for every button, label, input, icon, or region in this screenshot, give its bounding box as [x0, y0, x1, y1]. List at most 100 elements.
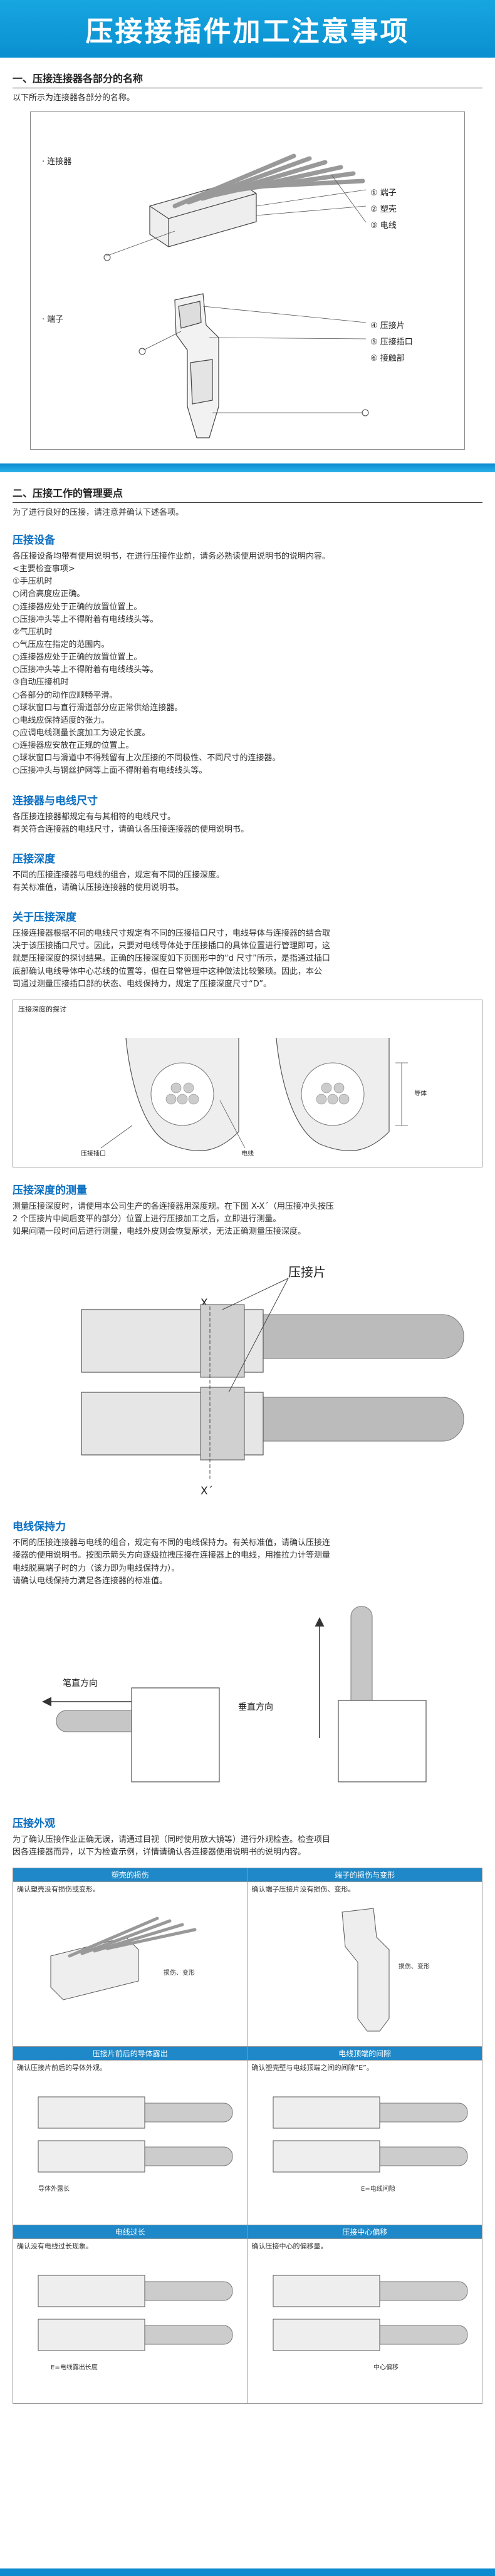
cell-head: 电线顶端的间隙: [248, 2047, 482, 2061]
cell-note: 中心偏移: [373, 2363, 399, 2371]
holding-label-straight: 笔直方向: [63, 1678, 98, 1689]
equipment-line: <主要检查事项>: [13, 564, 75, 574]
about-depth-line: 决于该压接插口尺寸。因此，只要对电线导体处于压接插口的具体位置进行管理即可，这: [13, 941, 331, 951]
label-connector: · 连接器: [42, 157, 72, 167]
cell-head: 塑壳的损伤: [13, 1868, 248, 1883]
appearance-text: 为了确认压接作业正确无误，请通过目视（同时使用放大镜等）进行外观检查。检查项目 …: [13, 1834, 482, 1859]
cell-desc: 确认端子压接片没有损伤、变形。: [251, 1885, 355, 1894]
appearance-grid: 塑壳的损伤 确认塑壳没有损伤或变形。 损伤、变形 端子的损伤与变形 确认端子压接…: [13, 1868, 482, 2404]
holding-label-vertical: 垂直方向: [238, 1702, 273, 1712]
appearance-row: 电线过长 确认没有电线过长现象。 E=电线露出长度 压接中心偏移 确认压接中心的…: [13, 2225, 482, 2404]
measure-title: 压接深度的测量: [13, 1184, 87, 1197]
holding-title: 电线保持力: [13, 1521, 66, 1534]
equipment-line: ○闭合高度应正确。: [13, 589, 85, 599]
parts-figure: · 连接器 · 端子 ① 端子 ② 塑壳 ③ 电线 ④ 压接片 ⑤ 压接插口 ⑥…: [30, 111, 465, 450]
equipment-line: ○连接器应安放在正规的位置上。: [13, 741, 134, 751]
about-depth-text: 压接连接器根据不同的电线尺寸规定有不同的压接插口尺寸，电线导体与连接器的结合取 …: [13, 928, 482, 991]
equipment-line: ○连接器应处于正确的放置位置上。: [13, 602, 142, 612]
appearance-cell: 电线顶端的间隙 确认塑壳壁与电线顶端之间的间隙“E”。 E=电线间隙: [247, 2047, 482, 2225]
measure-line: 测量压接深度时，请使用本公司生产的各连接器用深度规。在下图 X-X´（用压接冲头…: [13, 1201, 334, 1211]
appearance-cell: 电线过长 确认没有电线过长现象。 E=电线露出长度: [13, 2225, 248, 2403]
equipment-line: ○球状窗口与滑道中不得残留有上次压接的不同极性、不同尺寸的连接器。: [13, 753, 281, 763]
about-depth-line: 压接连接器根据不同的电线尺寸规定有不同的压接插口尺寸，电线导体与连接器的结合取: [13, 929, 331, 939]
about-depth-title: 关于压接深度: [13, 911, 76, 924]
depth-line: 不同的压接连接器与电线的组合，规定有不同的压接深度。: [13, 870, 225, 880]
label-n4: ④ 压接片: [370, 321, 405, 331]
label-terminal: · 端子: [42, 315, 64, 324]
about-depth-line: 就是压接深度的探讨结果。正确的压接深度如下页图形中的“d 尺寸”所示，是指通过插…: [13, 954, 330, 964]
appearance-line: 为了确认压接作业正确无误，请通过目视（同时使用放大镜等）进行外观检查。检查项目: [13, 1834, 331, 1844]
equipment-line: 各压接设备均带有使用说明书，在进行压接作业前，请务必熟读使用说明书的说明内容。: [13, 552, 331, 561]
cell-note: E=电线露出长度: [51, 2363, 98, 2371]
cell-desc: 确认塑壳没有损伤或变形。: [17, 1885, 100, 1894]
equipment-line: ○各部分的动作应顺畅平滑。: [13, 690, 118, 700]
measure-label-x2: X´: [201, 1485, 214, 1498]
equipment-line: ○应调电线测量长度加工为设定长度。: [13, 728, 150, 738]
holding-figure: 笔直方向 垂直方向: [13, 1594, 482, 1801]
cell-note: 损伤、变形: [164, 1968, 195, 1977]
about-depth-line: 司通过测量压接插口部的状态、电线保持力，规定了压接深度尺寸“D”。: [13, 979, 272, 989]
label-n6: ⑥ 接触部: [370, 354, 405, 363]
conductor-exposure-drawing: 导体外露长: [38, 2096, 233, 2193]
appearance-title: 压接外观: [13, 1817, 55, 1830]
depth-text: 不同的压接连接器与电线的组合，规定有不同的压接深度。 有关标准值，请确认压接连接…: [13, 869, 482, 894]
about-depth-line: 底部确认电线导体中心芯线的位置等，但在日常管理中这种做法比较繁琐。因此，本公: [13, 966, 323, 976]
page-title: 压接接插件加工注意事项: [85, 16, 410, 48]
depth-line: 有关标准值，请确认压接连接器的使用说明书。: [13, 882, 184, 892]
depth-label-conductor: 导体: [414, 1090, 427, 1097]
cell-note: E=电线间隙: [361, 2185, 395, 2193]
appearance-row: 塑壳的损伤 确认塑壳没有损伤或变形。 损伤、变形 端子的损伤与变形 确认端子压接…: [13, 1868, 482, 2047]
cell-head: 压接片前后的导体露出: [13, 2047, 248, 2061]
equipment-line: ○压接冲头等上不得附着有电线线头等。: [13, 614, 159, 624]
measure-text: 测量压接深度时，请使用本公司生产的各连接器用深度规。在下图 X-X´（用压接冲头…: [13, 1201, 482, 1238]
measure-line: 2 个压接片中间后变平的部分）位置上进行压接加工之后，立即进行测量。: [13, 1214, 281, 1224]
holding-line: 不同的压接连接器与电线的组合，规定有不同的电线保持力。有关标准值，请确认压接连: [13, 1538, 331, 1548]
connector-drawing: [103, 153, 369, 438]
depth-drawing: [100, 1037, 408, 1151]
terminal-damage-drawing: 损伤、变形: [341, 1908, 430, 2032]
appearance-cell: 压接中心偏移 确认压接中心的偏移量。 中心偏移: [247, 2225, 482, 2404]
section-divider: [0, 463, 495, 472]
equipment-line: ○压接冲头等上不得附着有电线线头等。: [13, 665, 159, 675]
matching-line: 各压接连接器都规定有与其相符的电线尺寸。: [13, 812, 176, 822]
label-n5: ⑤ 压接插口: [370, 338, 413, 347]
appearance-cell: 压接片前后的导体露出 确认压接片前后的导体外观。 导体外露长: [13, 2047, 248, 2225]
label-n2: ② 塑壳: [370, 205, 397, 214]
equipment-line: ○气压应在指定的范围内。: [13, 639, 110, 649]
cell-head: 端子的损伤与变形: [248, 1868, 482, 1883]
holding-line: 电线脱离端子时的力（该力即为电线保持力）。: [13, 1563, 180, 1573]
matching-text: 各压接连接器都规定有与其相符的电线尺寸。 有关符合连接器的电线尺寸，请确认各压接…: [13, 811, 482, 836]
measure-label-x: X: [201, 1297, 208, 1310]
depth-label-slot: 压接插口: [81, 1150, 106, 1157]
section2-subtitle: 为了进行良好的压接，请注意并确认下述各项。: [13, 508, 184, 517]
appearance-row: 压接片前后的导体露出 确认压接片前后的导体外观。 导体外露长 电线顶端的间隙 确…: [13, 2046, 482, 2225]
depth-label-wire: 电线: [241, 1150, 254, 1157]
cell-desc: 确认压接片前后的导体外观。: [17, 2064, 107, 2072]
cell-head: 压接中心偏移: [248, 2225, 482, 2240]
cell-desc: 确认压接中心的偏移量。: [251, 2242, 328, 2251]
measure-line: 如果间隔一段时间后进行测量，电线外皮则会恢复原状，无法正确测量压接深度。: [13, 1227, 306, 1237]
equipment-line: ○球状窗口与直行滑道部分应正常供给连接器。: [13, 703, 183, 713]
cell-note: 损伤、变形: [399, 1962, 430, 1970]
matching-line: 有关符合连接器的电线尺寸，请确认各压接连接器的使用说明书。: [13, 824, 249, 834]
section1-heading: 一、压接连接器各部分的名称: [13, 70, 482, 88]
center-offset-drawing: 中心偏移: [273, 2275, 467, 2371]
wire-gap-drawing: E=电线间隙: [273, 2096, 467, 2193]
holding-line: 请确认电线保持力满足各连接器的标准值。: [13, 1576, 168, 1586]
title-banner: 压接接插件加工注意事项: [0, 0, 495, 58]
wire-overlength-drawing: E=电线露出长度: [38, 2275, 233, 2371]
bottom-band: [0, 2568, 495, 2576]
equipment-line: ○电线应保持适度的张力。: [13, 715, 110, 725]
equipment-line: ○压接冲头与钢丝护网等上面不得附着有电线线头等。: [13, 766, 207, 776]
equipment-title: 压接设备: [13, 534, 55, 547]
equipment-text: 各压接设备均带有使用说明书，在进行压接作业前，请务必熟读使用说明书的说明内容。 …: [13, 551, 482, 778]
measure-drawing: [81, 1278, 464, 1479]
depth-title: 压接深度: [13, 852, 55, 866]
holding-text: 不同的压接连接器与电线的组合，规定有不同的电线保持力。有关标准值，请确认压接连 …: [13, 1537, 482, 1588]
equipment-line: ①手压机时: [13, 577, 53, 587]
appearance-cell: 塑壳的损伤 确认塑壳没有损伤或变形。 损伤、变形: [13, 1868, 248, 2046]
equipment-line: ○连接器应处于正确的放置位置上。: [13, 653, 142, 663]
label-n3: ③ 电线: [370, 221, 397, 230]
measure-label-piece: 压接片: [288, 1265, 326, 1280]
